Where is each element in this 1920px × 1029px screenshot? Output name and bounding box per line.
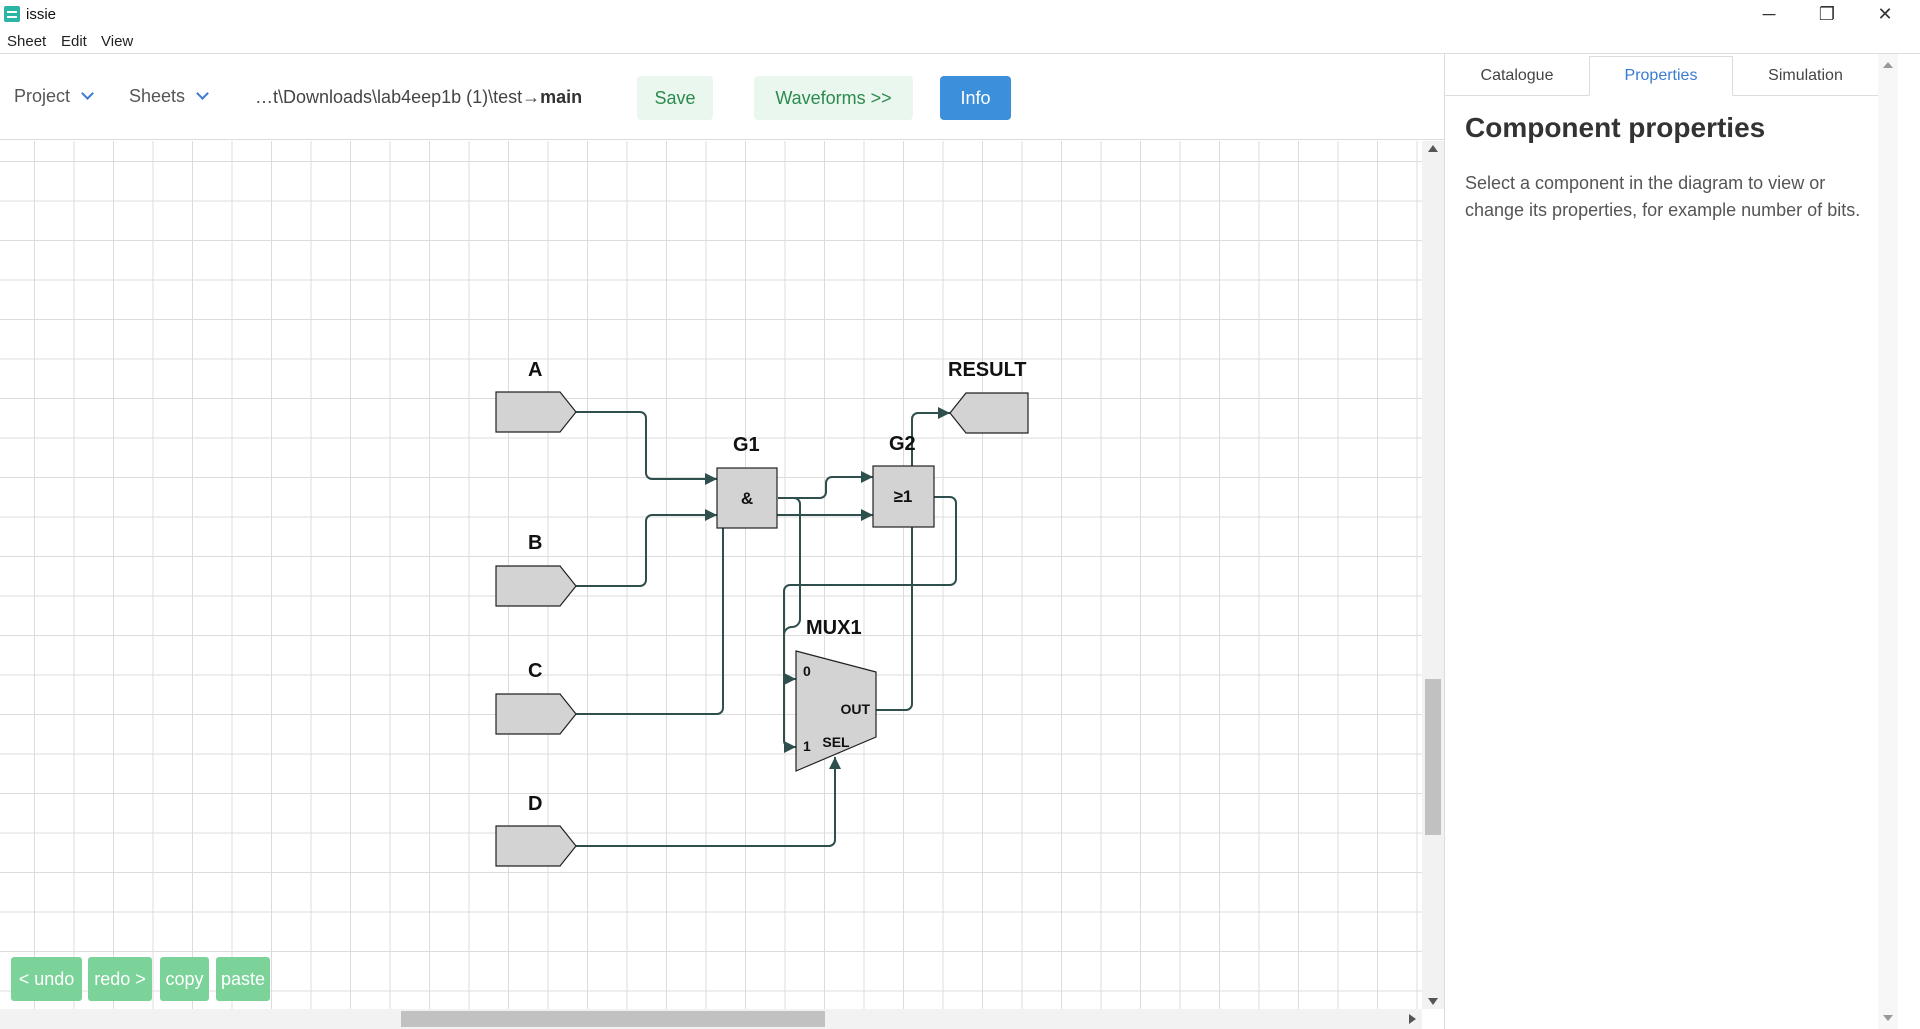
horizontal-scroll-thumb[interactable] (401, 1011, 825, 1027)
wire-g1-g2[interactable] (778, 471, 873, 499)
close-icon[interactable]: ✕ (1877, 3, 1893, 24)
right-panel-scrollbar[interactable] (1878, 54, 1898, 1029)
scroll-up-icon[interactable] (1428, 145, 1438, 152)
chevron-down-icon (196, 87, 209, 100)
output-result[interactable] (949, 392, 1029, 434)
minimize-icon[interactable]: ─ (1762, 3, 1776, 24)
g1-symbol: & (741, 489, 753, 508)
issie-app-icon (4, 6, 20, 22)
tab-catalogue[interactable]: Catalogue (1445, 56, 1589, 96)
schematic-canvas[interactable]: & ≥1 0 1 OUT SEL A B C D RESULT G1 G2 MU… (0, 141, 1422, 1009)
input-c[interactable] (495, 693, 577, 735)
label-d: D (528, 793, 543, 815)
mux-in1-label: 1 (803, 738, 811, 754)
toolbar: Project Sheets …t\Downloads\lab4eep1b (1… (0, 56, 1444, 140)
label-g2: G2 (889, 433, 916, 455)
gate-g2[interactable] (872, 465, 935, 528)
right-panel: Catalogue Properties Simulation Componen… (1444, 54, 1920, 1029)
label-result: RESULT (948, 359, 1027, 381)
label-b: B (528, 532, 543, 554)
input-a[interactable] (495, 391, 577, 433)
vertical-scroll-thumb[interactable] (1425, 679, 1441, 835)
label-c: C (528, 660, 543, 682)
mux-out-label: OUT (840, 701, 870, 717)
info-button[interactable]: Info (940, 76, 1011, 120)
project-dropdown[interactable]: Project (14, 86, 94, 107)
waveforms-button[interactable]: Waveforms >> (754, 76, 913, 120)
copy-button[interactable]: copy (160, 957, 209, 1001)
wire-d-mux-sel[interactable] (576, 757, 841, 847)
path-prefix: …t\Downloads\lab4eep1b (1)\test→ (255, 87, 541, 107)
schematic-drawing: & ≥1 0 1 OUT SEL (495, 391, 1029, 867)
wire-b-g1[interactable] (576, 509, 717, 587)
app-title: issie (26, 6, 57, 23)
input-b[interactable] (495, 565, 577, 607)
label-g1: G1 (733, 434, 760, 456)
mux-1[interactable] (795, 650, 877, 772)
chevron-down-icon (81, 87, 94, 100)
panel-title: Component properties (1465, 112, 1766, 143)
mux-in0-label: 0 (803, 663, 811, 679)
canvas-vertical-scrollbar[interactable] (1422, 141, 1444, 1009)
sheets-label: Sheets (129, 86, 186, 106)
wire-g2-mux1[interactable] (783, 496, 957, 753)
project-label: Project (14, 86, 71, 106)
g2-symbol: ≥1 (894, 487, 913, 506)
sheet-path: …t\Downloads\lab4eep1b (1)\test→main (255, 87, 582, 108)
input-d[interactable] (495, 825, 577, 867)
tab-properties[interactable]: Properties (1589, 56, 1733, 96)
maximize-icon[interactable]: ❐ (1818, 3, 1836, 24)
gate-g1[interactable] (716, 467, 778, 529)
menu-bar: Sheet Edit View (0, 28, 1920, 54)
title-bar: issie ─ ❐ ✕ (0, 0, 1920, 28)
wire-a-g1[interactable] (576, 411, 717, 485)
scroll-up-icon[interactable] (1883, 62, 1893, 68)
sheets-dropdown[interactable]: Sheets (129, 86, 209, 107)
redo-button[interactable]: redo > (88, 957, 152, 1001)
tab-simulation[interactable]: Simulation (1733, 56, 1878, 96)
label-a: A (528, 359, 543, 381)
path-sheet-name: main (540, 87, 583, 107)
menu-view[interactable]: View (101, 33, 134, 50)
scroll-down-icon[interactable] (1428, 998, 1438, 1005)
wire-mux-result[interactable] (876, 407, 950, 711)
paste-button[interactable]: paste (216, 957, 270, 1001)
scroll-right-icon[interactable] (1409, 1014, 1416, 1024)
menu-sheet[interactable]: Sheet (7, 33, 47, 50)
panel-description: Select a component in the diagram to vie… (1465, 173, 1861, 220)
undo-button[interactable]: < undo (11, 957, 82, 1001)
save-button[interactable]: Save (637, 76, 713, 120)
canvas-horizontal-scrollbar[interactable] (0, 1009, 1422, 1029)
menu-edit[interactable]: Edit (61, 33, 87, 50)
label-mux1: MUX1 (806, 617, 862, 639)
scroll-down-icon[interactable] (1883, 1015, 1893, 1021)
mux-sel-label: SEL (822, 734, 850, 750)
